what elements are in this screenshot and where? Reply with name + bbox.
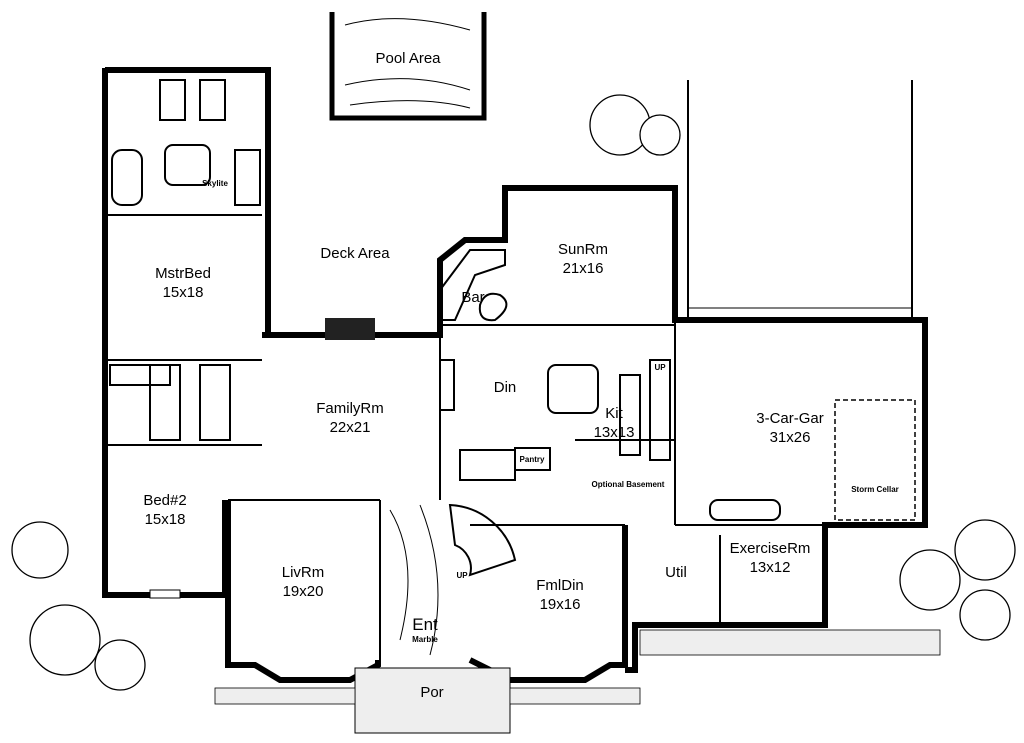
room-label-bar: Bar xyxy=(461,289,484,306)
room-size-formal-dining: 19x16 xyxy=(540,596,581,613)
stair-up-kitchen: UP xyxy=(654,363,666,372)
room-label-optional-basement: Optional Basement xyxy=(592,480,665,489)
room-label-master-bed: MstrBed xyxy=(155,265,211,282)
stair-up-entry: UP xyxy=(456,571,468,580)
room-size-exercise: 13x12 xyxy=(750,559,791,576)
room-size-sunroom: 21x16 xyxy=(563,260,604,277)
room-label-skylite: Skylite xyxy=(202,179,228,188)
room-label-kitchen: Kit xyxy=(605,405,623,422)
room-label-pool: Pool Area xyxy=(375,50,441,67)
room-size-living: 19x20 xyxy=(283,583,324,600)
room-label-garage: 3-Car-Gar xyxy=(756,410,824,427)
room-label-formal-dining: FmlDin xyxy=(536,577,584,594)
room-label-family: FamilyRm xyxy=(316,400,384,417)
room-label-pantry: Pantry xyxy=(520,455,545,464)
room-label-sunroom: SunRm xyxy=(558,241,608,258)
room-label-bed2: Bed#2 xyxy=(143,492,186,509)
room-size-kitchen: 13x13 xyxy=(594,424,635,441)
room-note-entry: Marble xyxy=(412,635,438,644)
landscape-trees xyxy=(11,94,1016,691)
room-size-master-bed: 15x18 xyxy=(163,284,204,301)
room-label-living: LivRm xyxy=(282,564,325,581)
room-label-exercise: ExerciseRm xyxy=(730,540,811,557)
pool-area: Pool Area xyxy=(329,12,487,121)
room-size-garage: 31x26 xyxy=(770,429,811,446)
room-label-utility: Util xyxy=(665,564,687,581)
left-wing-walls xyxy=(102,67,271,599)
room-size-family: 22x21 xyxy=(330,419,371,436)
main-walls xyxy=(214,185,941,734)
room-size-bed2: 15x18 xyxy=(145,511,186,528)
room-label-entry: Ent xyxy=(412,615,438,634)
room-label-storm-cellar: Storm Cellar xyxy=(851,485,899,494)
room-label-dining: Din xyxy=(494,379,517,396)
driveway xyxy=(687,80,913,321)
room-label-porch: Por xyxy=(420,684,443,701)
room-label-deck: Deck Area xyxy=(320,245,390,262)
